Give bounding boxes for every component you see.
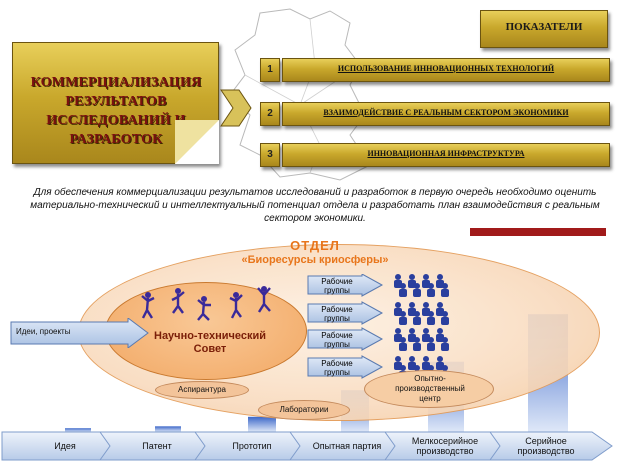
people-jumping-icon — [141, 286, 271, 321]
pilot-center-ellipse — [364, 370, 494, 408]
department-caption: ОТДЕЛ «Биоресурсы криосферы» — [200, 238, 430, 266]
stage-level-bar — [65, 428, 91, 432]
team-people-icons — [394, 274, 449, 379]
department-name: «Биоресурсы криосферы» — [241, 254, 389, 266]
working-group-label-2: Рабочие группы — [321, 305, 353, 323]
chevron-right-icon — [220, 89, 252, 127]
indicator-number-2: 2 — [260, 102, 280, 126]
working-group-label-1: Рабочие группы — [321, 277, 353, 295]
stage-patent: Патент — [142, 441, 172, 451]
indicator-bar-2: ВЗАИМОДЕЙСТВИЕ С РЕАЛЬНЫМ СЕКТОРОМ ЭКОНО… — [282, 102, 610, 126]
description-text: Для обеспечения коммерциализации результ… — [30, 187, 600, 224]
postgrad-pill: Аспирантура — [155, 381, 249, 399]
stage-level-bar — [155, 426, 181, 432]
indicator-label-1: ИСПОЛЬЗОВАНИЕ ИННОВАЦИОННЫХ ТЕХНОЛОГИЙ — [337, 64, 555, 73]
team-group-icon — [394, 302, 449, 325]
indicator-bar-1: ИСПОЛЬЗОВАНИЕ ИННОВАЦИОННЫХ ТЕХНОЛОГИЙ — [282, 58, 610, 82]
working-group-label-3: Рабочие группы — [321, 331, 353, 349]
folded-corner — [175, 120, 219, 164]
council-label: Научно-технический Совет — [154, 330, 266, 355]
input-arrow-label: Идеи, проекты — [16, 327, 71, 336]
indicator-bar-3: ИННОВАЦИОННАЯ ИНФРАСТРУКТУРА — [282, 143, 610, 167]
working-group-label-4: Рабочие группы — [321, 359, 353, 377]
working-groups-arrows — [307, 274, 384, 379]
stage-level-bar — [248, 416, 276, 432]
pilot-center-label: Опытно-производственный центр — [395, 374, 465, 403]
indicator-label-2: ВЗАИМОДЕЙСТВИЕ С РЕАЛЬНЫМ СЕКТОРОМ ЭКОНО… — [323, 108, 569, 117]
accent-red-bar — [470, 228, 606, 236]
main-title-panel: КОММЕРЦИАЛИЗАЦИЯ РЕЗУЛЬТАТОВ ИССЛЕДОВАНИ… — [12, 42, 219, 164]
stage-pilot-batch: Опытная партия — [312, 441, 382, 451]
stage-prototype: Прототип — [232, 441, 272, 451]
labs-pill: Лаборатории — [258, 400, 350, 420]
department-label: ОТДЕЛ — [290, 238, 340, 253]
indicator-number-3: 3 — [260, 143, 280, 167]
indicators-title: ПОКАЗАТЕЛИ — [505, 21, 583, 33]
stages-arrow — [1, 431, 613, 461]
indicator-label-3: ИННОВАЦИОННАЯ ИНФРАСТРУКТУРА — [367, 149, 525, 158]
stage-idea: Идея — [54, 441, 76, 451]
team-group-icon — [394, 274, 449, 297]
indicator-number-1: 1 — [260, 58, 280, 82]
team-group-icon — [394, 328, 449, 351]
stage-serial: Серийное производство — [517, 436, 575, 456]
stage-small-series: Мелкосерийное производство — [411, 436, 479, 456]
main-title-text: КОММЕРЦИАЛИЗАЦИЯ РЕЗУЛЬТАТОВ ИССЛЕДОВАНИ… — [30, 75, 202, 147]
input-arrow-icon — [10, 318, 149, 348]
indicators-header: ПОКАЗАТЕЛИ — [480, 10, 608, 48]
